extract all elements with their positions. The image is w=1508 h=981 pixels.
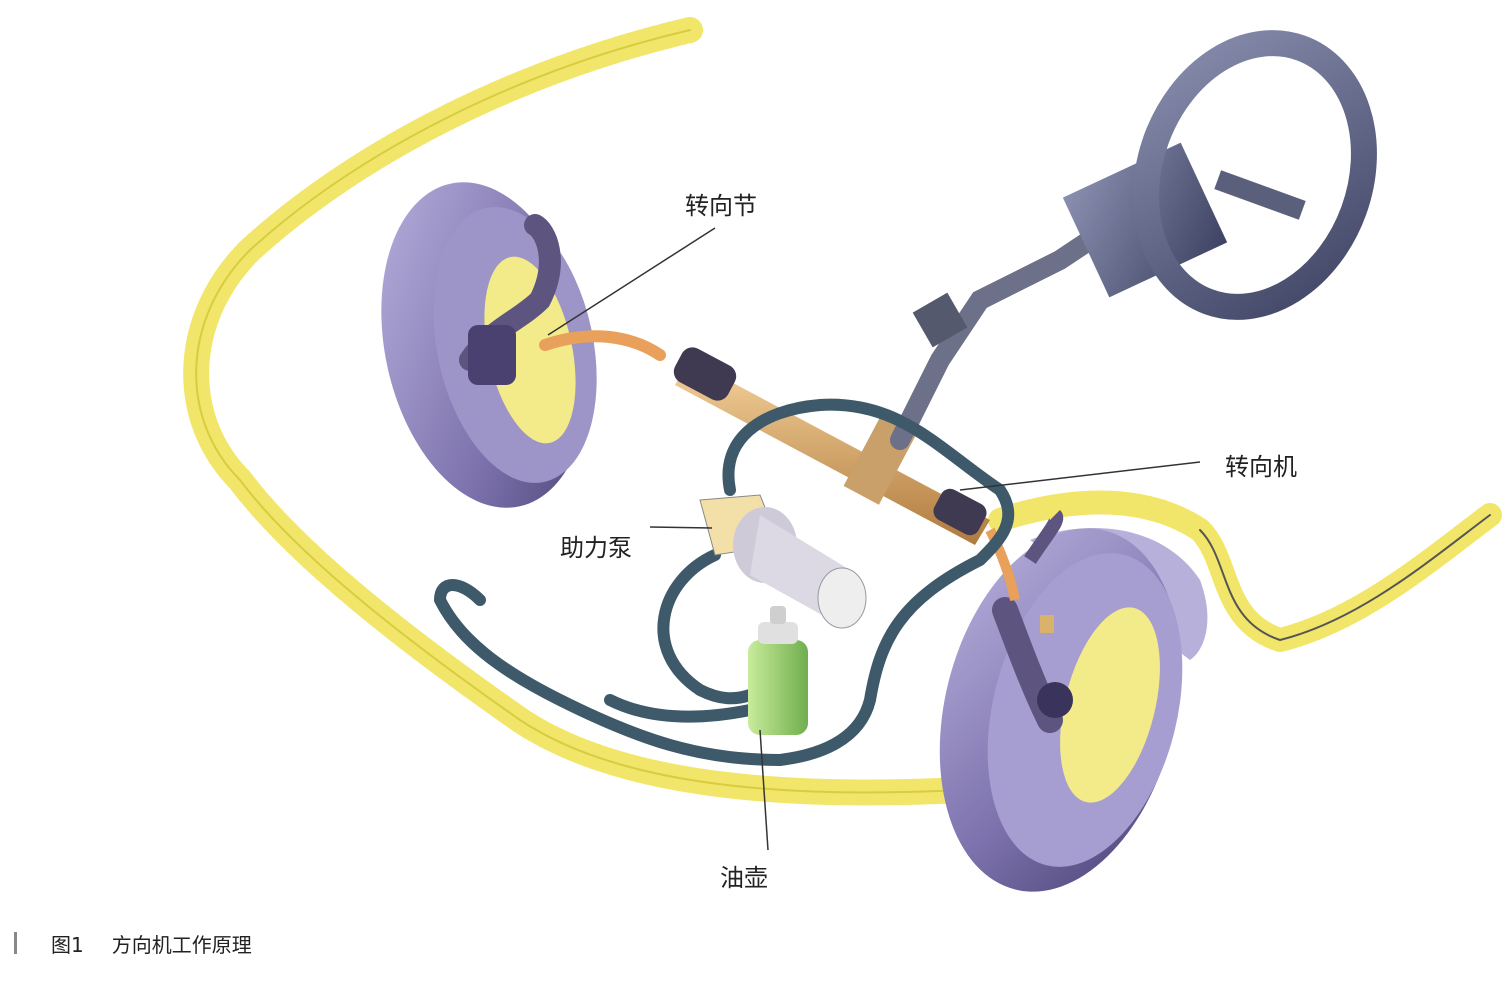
figure-number: 图1 — [51, 932, 84, 957]
caption-marker — [14, 932, 17, 954]
car-body-outline — [183, 17, 1502, 806]
leader-lines — [547, 227, 1201, 851]
oil-reservoir — [748, 606, 808, 735]
left-front-wheel — [381, 182, 597, 508]
label-power-steering-pump: 助力泵 — [560, 534, 632, 562]
hydraulic-hoses — [434, 398, 1015, 766]
steering-wheel — [1133, 30, 1377, 320]
figure-title: 方向机工作原理 — [111, 932, 252, 957]
label-steering-gear: 转向机 — [1225, 453, 1297, 481]
label-oil-reservoir: 油壶 — [720, 864, 768, 892]
power-steering-pump — [699, 494, 867, 629]
right-front-wheel — [939, 510, 1208, 892]
figure-caption: 图1 方向机工作原理 — [14, 928, 252, 958]
label-steering-knuckle: 转向节 — [685, 192, 757, 220]
steering-system-diagram — [183, 17, 1502, 892]
